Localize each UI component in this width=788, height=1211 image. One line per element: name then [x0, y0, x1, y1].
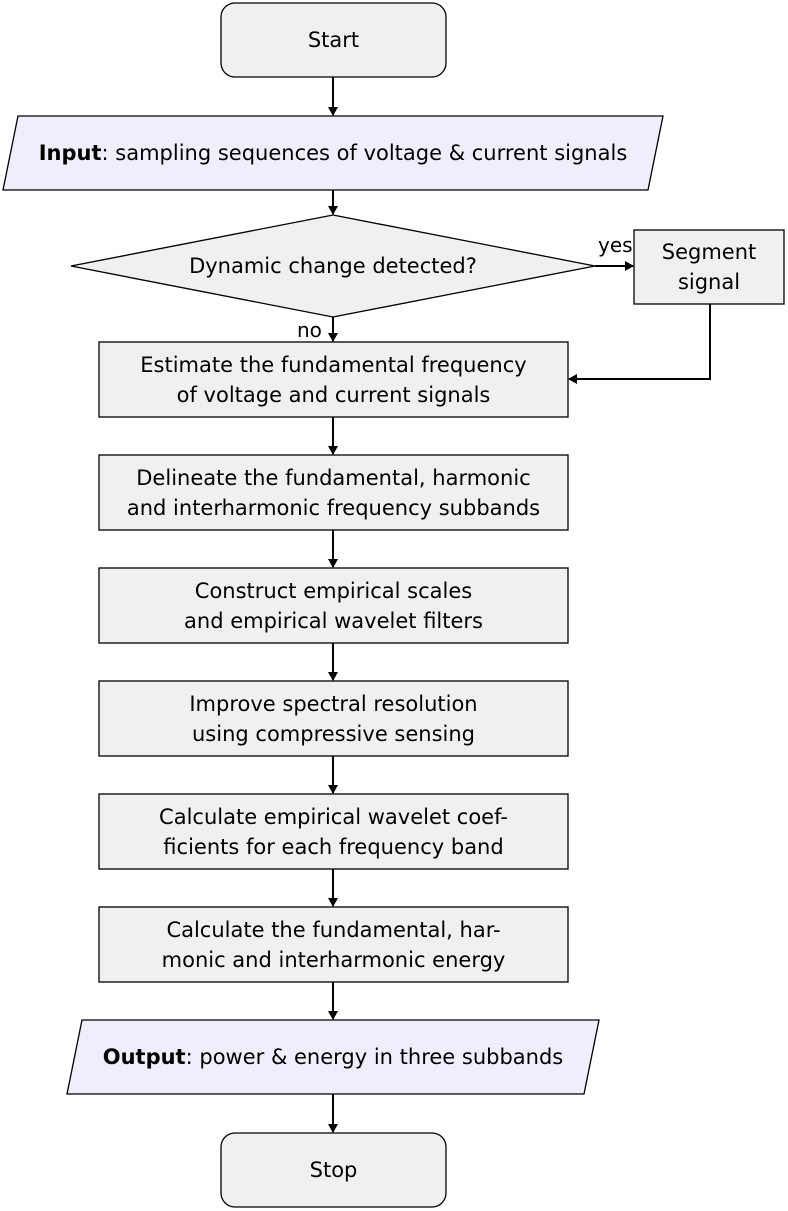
step-6-shape	[98, 906, 569, 983]
step-4-line1: Improve spectral resolution	[189, 691, 478, 716]
step-6-node: Calculate the fundamental, har- monic an…	[99, 907, 568, 982]
step-2-line1: Delineate the fundamental, harmonic	[136, 465, 531, 490]
step-2-shape	[98, 454, 569, 531]
step-3-line1: Construct empirical scales	[194, 578, 473, 603]
segment-line2: signal	[677, 270, 741, 294]
step-4-shape	[98, 680, 569, 757]
stop-label: Stop	[309, 1158, 358, 1182]
step-1-shape	[98, 341, 569, 418]
input-parallelogram-shape	[2, 115, 664, 191]
yes-label: yes	[598, 233, 633, 257]
step-3-shape	[98, 567, 569, 644]
step-4-line2: using compressive sensing	[192, 721, 475, 746]
step-5-node: Calculate empirical wavelet coef- ficien…	[99, 794, 568, 869]
step-5-shape	[98, 793, 569, 870]
decision-node: Dynamic change detected?	[150, 240, 516, 292]
step-5-line1: Calculate empirical wavelet coef-	[159, 804, 508, 829]
step-1-node: Estimate the fundamental frequency of vo…	[99, 342, 568, 417]
output-bold: Output	[102, 1045, 186, 1069]
input-label: Input: sampling sequences of voltage & c…	[39, 138, 628, 168]
segment-line1: Segment	[661, 240, 757, 264]
step-1-line1: Estimate the fundamental frequency	[140, 352, 527, 377]
decision-label: Dynamic change detected?	[189, 254, 477, 278]
step-2-node: Delineate the fundamental, harmonic and …	[99, 455, 568, 530]
step-3-line2: and empirical wavelet filters	[184, 608, 483, 633]
arrow-segment-return	[568, 304, 711, 384]
output-node: Output: power & energy in three subbands	[74, 1020, 592, 1094]
output-parallelogram-shape	[66, 1019, 600, 1095]
output-text: : power & energy in three subbands	[185, 1045, 564, 1069]
step-1-line2: of voltage and current signals	[176, 382, 491, 407]
input-node: Input: sampling sequences of voltage & c…	[10, 116, 656, 190]
input-bold: Input	[38, 141, 102, 165]
start-label: Start	[307, 28, 360, 52]
stop-terminal-shape	[220, 1132, 447, 1208]
step-6-line1: Calculate the fundamental, har-	[166, 917, 501, 942]
step-3-node: Construct empirical scales and empirical…	[99, 568, 568, 643]
stop-node: Stop	[221, 1133, 446, 1207]
output-label: Output: power & energy in three subbands	[103, 1042, 564, 1072]
start-node: Start	[221, 3, 446, 77]
segment-node: Segment signal	[634, 230, 784, 304]
no-label: no	[297, 318, 322, 342]
step-6-line2: monic and interharmonic energy	[161, 947, 506, 972]
input-text: : sampling sequences of voltage & curren…	[101, 141, 628, 165]
step-5-line2: ficients for each frequency band	[163, 834, 504, 859]
step-2-line2: and interharmonic frequency subbands	[126, 495, 541, 520]
step-4-node: Improve spectral resolution using compre…	[99, 681, 568, 756]
